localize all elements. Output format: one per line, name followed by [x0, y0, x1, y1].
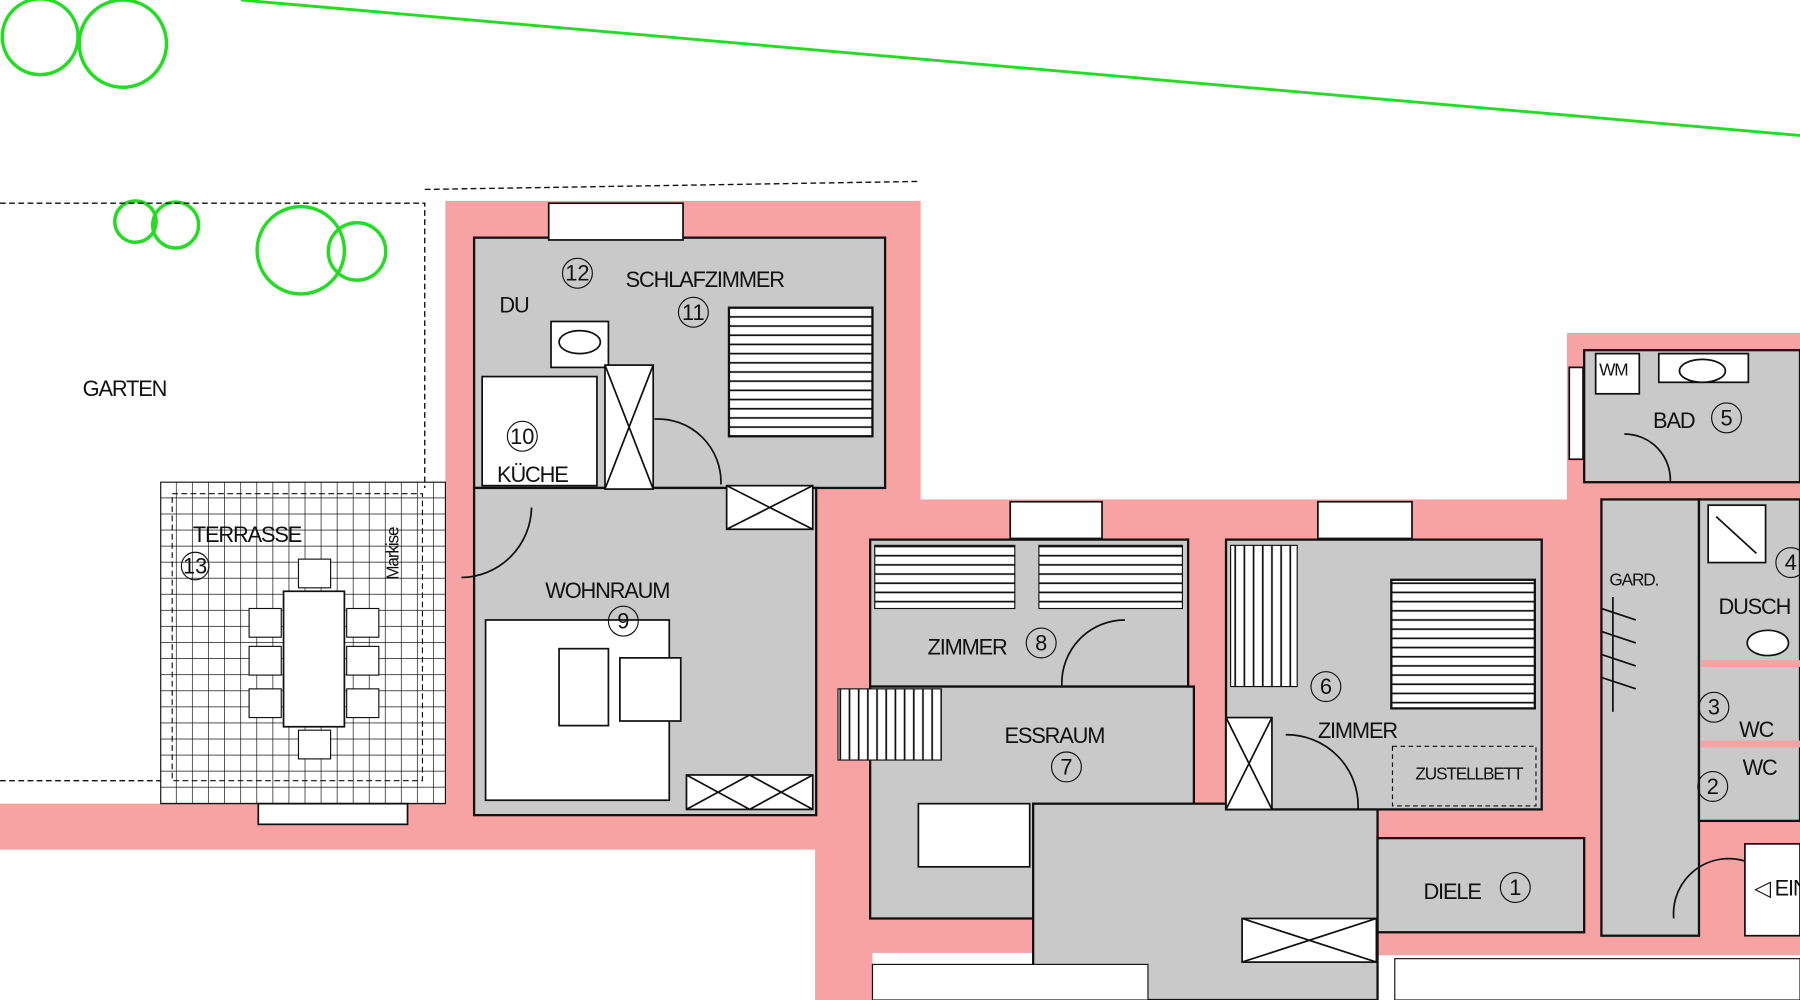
- bad-number: 5: [1720, 405, 1732, 430]
- rooms: [472, 236, 1800, 1000]
- markise-label: Markise: [382, 527, 402, 580]
- kueche-number: 10: [510, 424, 534, 449]
- wohnraum-label: WOHNRAUM: [545, 578, 669, 603]
- wc2-number: 2: [1707, 774, 1719, 799]
- du-label: DU: [499, 292, 529, 317]
- zimmer6-label: ZIMMER: [1318, 718, 1397, 743]
- terrasse-label: TERRASSE: [193, 522, 302, 547]
- wc2-label: WC: [1743, 755, 1777, 780]
- room-labels: SCHLAFZIMMER 11 DU 12 10 KÜCHE WOHNRAUM …: [497, 257, 1800, 904]
- essraum-label: ESSRAUM: [1004, 723, 1104, 748]
- schlafzimmer-label: SCHLAFZIMMER: [626, 267, 785, 292]
- wohnraum-number: 9: [617, 609, 629, 634]
- windows: [257, 202, 1584, 826]
- schlafzimmer-number: 11: [682, 300, 705, 325]
- dusche-label: DUSCH: [1718, 594, 1790, 619]
- trees: [0, 0, 388, 296]
- kueche-label: KÜCHE: [497, 462, 568, 487]
- diele-label: DIELE: [1423, 879, 1481, 904]
- wc3-number: 3: [1708, 695, 1720, 720]
- zimmer8-number: 8: [1035, 630, 1047, 655]
- wm-label: WM: [1599, 359, 1627, 379]
- terrasse-number: 13: [183, 554, 207, 579]
- diele-number: 1: [1509, 875, 1521, 900]
- dusche-number: 4: [1785, 550, 1797, 575]
- property-line: [240, 0, 1800, 137]
- furniture: [461, 306, 1790, 963]
- garden-label: GARTEN: [83, 376, 167, 401]
- terrace: [160, 481, 446, 805]
- entrance-label: ◁ EIN: [1754, 876, 1800, 901]
- zimmer8-label: ZIMMER: [928, 634, 1007, 659]
- wc3-label: WC: [1739, 717, 1773, 742]
- du-number: 12: [565, 261, 589, 286]
- bad-label: BAD: [1653, 408, 1695, 433]
- gard-label: GARD.: [1609, 570, 1658, 590]
- garden-boundary: [0, 180, 921, 782]
- essraum-number: 7: [1060, 754, 1072, 779]
- zimmer6-number: 6: [1320, 674, 1332, 699]
- zustellbett-label: ZUSTELLBETT: [1415, 764, 1524, 784]
